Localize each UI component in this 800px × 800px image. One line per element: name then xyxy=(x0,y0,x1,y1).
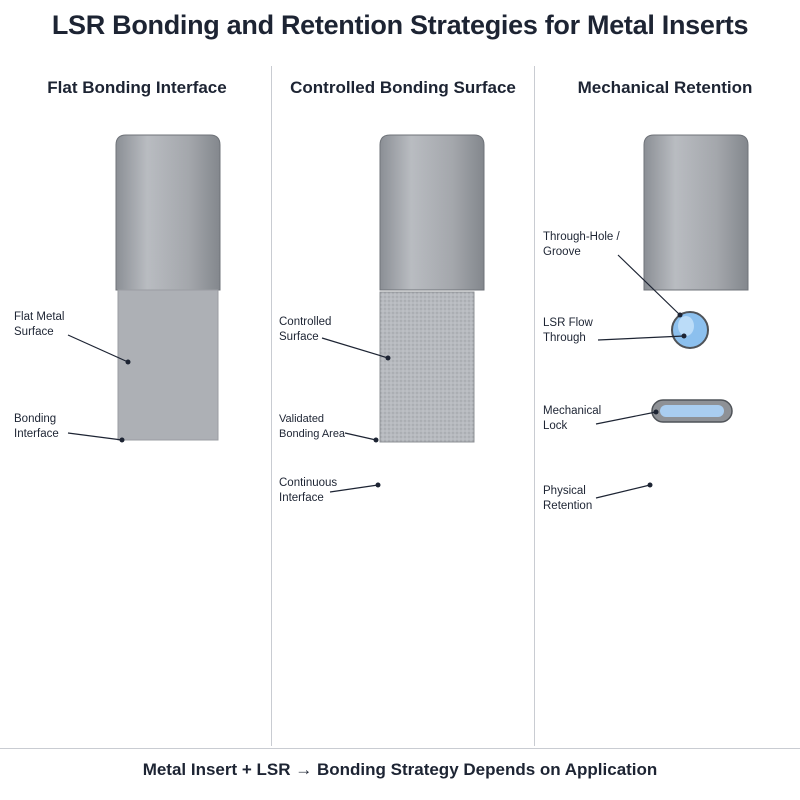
callout-through-hole-groove: Through-Hole / Groove xyxy=(543,230,620,260)
leader-through-hole xyxy=(617,254,681,316)
callout-line: Mechanical xyxy=(543,405,602,417)
callout-line: Lock xyxy=(543,420,568,432)
metal-insert-with-lsr xyxy=(643,134,749,291)
textured-bonding-surface xyxy=(379,291,475,443)
callout-line: Interface xyxy=(14,428,59,440)
column-heading-mechanical: Mechanical Retention xyxy=(577,78,753,97)
leader-validated-area xyxy=(344,432,377,441)
callout-line: Interface xyxy=(279,492,324,504)
callout-line: Surface xyxy=(279,331,319,343)
callout-controlled-surface: Controlled Surface xyxy=(279,315,331,345)
metal-insert-with-lsr xyxy=(115,134,221,291)
callout-line: Controlled xyxy=(279,316,332,328)
callout-line: Surface xyxy=(14,326,54,338)
callout-mechanical-lock: Mechanical Lock xyxy=(543,404,601,434)
leader-flat-metal xyxy=(67,334,129,363)
callout-line: Continuous xyxy=(279,477,338,489)
flat-metal-surface xyxy=(117,289,219,441)
callout-physical-retention: Physical Retention xyxy=(543,484,592,514)
diagram-title: LSR Bonding and Retention Strategies for… xyxy=(51,10,749,40)
metal-insert-with-lsr xyxy=(379,134,485,291)
callout-line: Bonding xyxy=(14,413,57,425)
callout-line: Retention xyxy=(543,500,593,512)
footer-divider xyxy=(0,748,800,749)
callout-line: LSR Flow xyxy=(543,317,593,329)
callout-line: Through-Hole / xyxy=(543,231,620,243)
leader-bonding-interface xyxy=(67,432,123,441)
footer-summary: Metal Insert + LSR → Bonding Strategy De… xyxy=(142,760,658,779)
callout-validated-bonding-area: Validated Bonding Area xyxy=(279,412,345,442)
callout-line: Groove xyxy=(543,246,581,258)
callout-lsr-flow-through: LSR Flow Through xyxy=(543,316,593,346)
callout-continuous-interface: Continuous Interface xyxy=(279,476,337,506)
callout-line: Through xyxy=(543,332,586,344)
callout-bonding-interface: Bonding Interface xyxy=(14,412,59,442)
leader-continuous-interface xyxy=(329,484,379,493)
leader-physical-retention xyxy=(595,484,651,499)
callout-line: Validated xyxy=(279,413,325,425)
callout-line: Flat Metal xyxy=(14,311,65,323)
leader-controlled-surface xyxy=(321,337,389,359)
leader-lsr-flow xyxy=(597,335,685,341)
column-divider-2 xyxy=(534,66,535,746)
callout-line: Physical xyxy=(543,485,586,497)
column-heading-controlled: Controlled Bonding Surface xyxy=(290,78,516,97)
column-divider-1 xyxy=(271,66,272,746)
callout-line: Bonding Area xyxy=(279,428,346,440)
callout-flat-metal-surface: Flat Metal Surface xyxy=(14,310,65,340)
leader-mechanical-lock xyxy=(595,411,657,425)
column-heading-flat: Flat Bonding Interface xyxy=(47,78,227,97)
